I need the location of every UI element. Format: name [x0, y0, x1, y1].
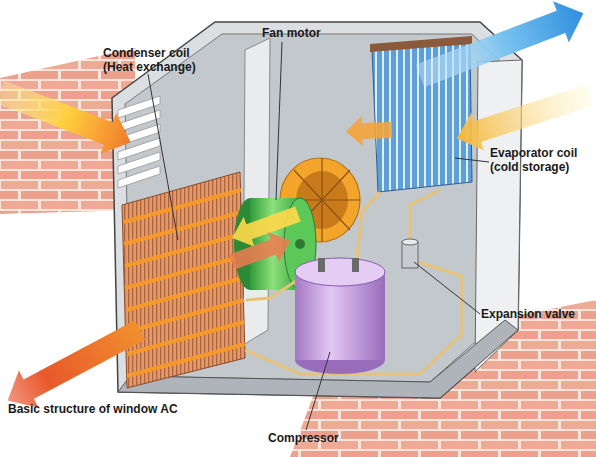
internal-air-arrow [227, 226, 296, 277]
leader-lines [148, 42, 489, 430]
internal-air-arrow [346, 115, 393, 147]
leader-line [455, 158, 489, 162]
part-label: Condenser coil (Heat exchange) [103, 46, 213, 74]
compressor-top [295, 258, 385, 286]
housing-shell [112, 22, 522, 398]
compressor-port [352, 258, 359, 272]
part-label: Compressor [268, 431, 368, 445]
leader-line [276, 42, 282, 200]
condenser-coil [122, 172, 245, 388]
leader-line [414, 262, 480, 314]
louver [118, 166, 160, 188]
compressor-port [318, 258, 325, 272]
part-label: Fan motor [262, 26, 362, 40]
condenser-tube [127, 344, 245, 376]
cool-air-arrow [412, 0, 591, 97]
leader-line [148, 74, 178, 240]
diagram-caption: Basic structure of window AC [8, 402, 268, 416]
part-label: Expansion valve [481, 307, 593, 321]
part-label: Evaporator coil (cold storage) [490, 146, 596, 174]
condenser-fins [122, 172, 245, 388]
valve-cap [402, 239, 418, 245]
leader-line [306, 352, 330, 430]
pipe [356, 192, 380, 264]
compressor [295, 258, 385, 374]
room-air-arrow [451, 76, 596, 157]
hot-air-arrow [0, 71, 139, 162]
pipe [410, 190, 440, 242]
motor-shaft [295, 239, 305, 249]
valve-body [402, 242, 418, 268]
